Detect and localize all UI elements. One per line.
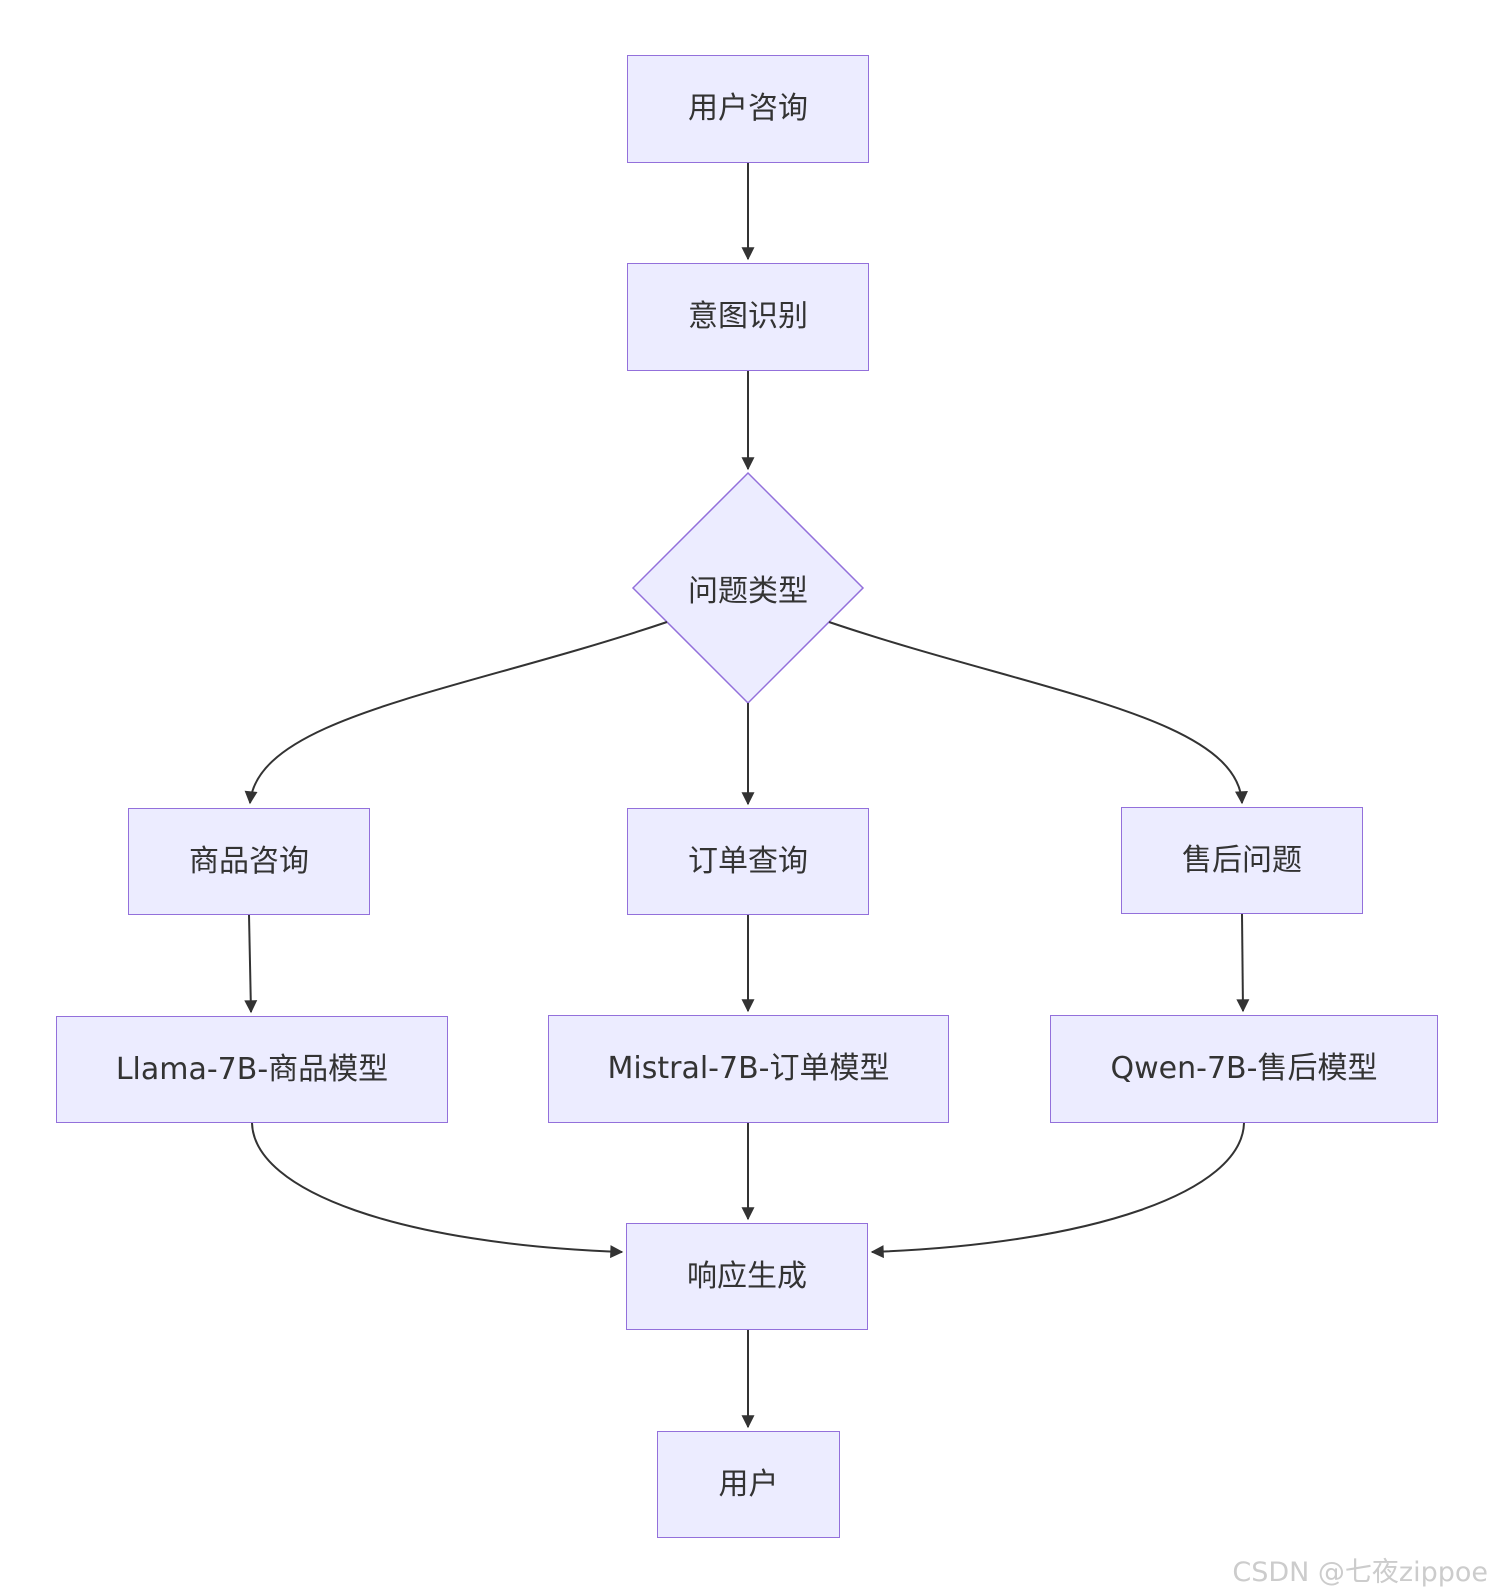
node-qwen: Qwen-7B-售后模型 (1050, 1015, 1438, 1123)
csdn-watermark: CSDN @七夜zippoe (1232, 1557, 1488, 1588)
node-mistral: Mistral-7B-订单模型 (548, 1015, 949, 1123)
node-llama-label: Llama-7B-商品模型 (115, 1051, 389, 1087)
edge-llama-to-response (251, 1122, 624, 1259)
node-user-label: 用户 (718, 1466, 779, 1502)
node-user-query: 用户咨询 (627, 55, 869, 163)
node-response-label: 响应生成 (687, 1258, 807, 1294)
node-qwen-label: Qwen-7B-售后模型 (1110, 1051, 1378, 1086)
node-order-label: 订单查询 (688, 843, 808, 879)
edge-question-type-to-product (244, 621, 668, 805)
edge-qwen-to-response (870, 1122, 1245, 1259)
node-intent: 意图识别 (627, 263, 869, 371)
node-intent-label: 意图识别 (688, 299, 808, 334)
node-product-label: 商品咨询 (189, 843, 309, 879)
node-aftersales: 售后问题 (1121, 807, 1363, 914)
node-user: 用户 (657, 1431, 840, 1538)
edge-product-to-llama (244, 914, 258, 1014)
node-response: 响应生成 (626, 1223, 868, 1330)
node-user-query-label: 用户咨询 (688, 91, 808, 126)
node-order: 订单查询 (627, 808, 869, 915)
node-mistral-label: Mistral-7B-订单模型 (607, 1051, 890, 1086)
edge-aftersales-to-qwen (1236, 913, 1250, 1013)
node-product: 商品咨询 (128, 808, 370, 915)
node-aftersales-label: 售后问题 (1182, 842, 1302, 878)
node-question-type-shape (631, 471, 865, 705)
edge-question-type-to-aftersales (828, 621, 1248, 805)
node-llama: Llama-7B-商品模型 (56, 1016, 448, 1123)
